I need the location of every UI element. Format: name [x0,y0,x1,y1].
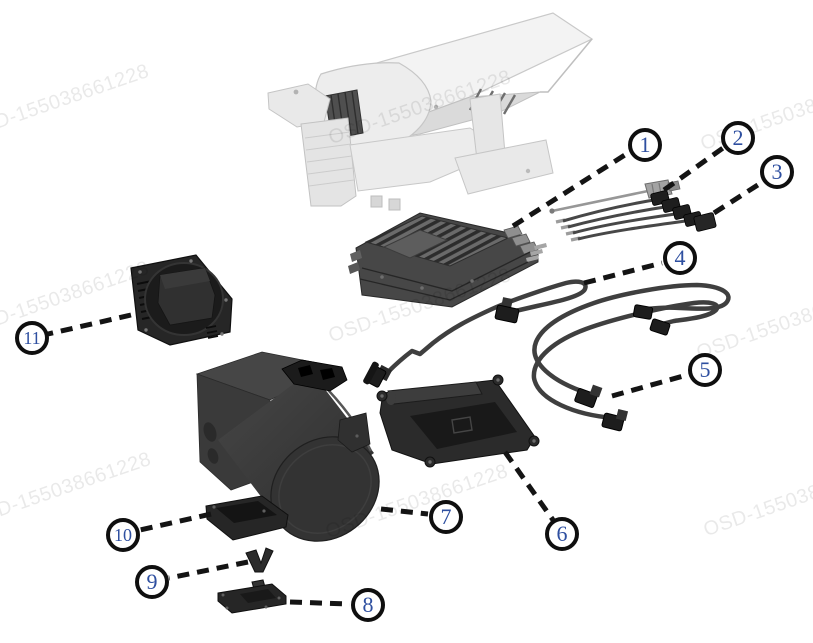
callout-8: 8 [351,588,385,622]
leader-line-7 [380,506,429,517]
leader-line-6 [502,450,556,522]
callout-2: 2 [721,121,755,155]
wire-harness-part-3 [555,190,717,242]
speaker-module-part-11 [130,254,233,346]
v-bracket-part-9 [245,547,274,573]
callout-7: 7 [429,500,463,534]
leader-line-1 [511,150,630,229]
mounting-plate-part-6 [376,374,540,468]
callout-9: 9 [135,565,169,599]
searchlight-part-7 [195,351,380,542]
cover-plate-part-8 [217,579,287,614]
callout-1: 1 [628,128,662,162]
tray-cover-part-10 [205,495,289,541]
callout-6: 6 [545,517,579,551]
cable-assembly-part-4 [363,279,588,388]
leader-line-8 [289,599,351,607]
leader-line-11 [47,312,132,337]
cable-assembly-part-5 [531,282,731,432]
callout-3: 3 [760,155,794,189]
upper-housing [267,12,594,211]
callout-5: 5 [688,353,722,387]
leader-line-5 [611,372,688,399]
leader-line-9 [168,559,249,581]
callout-11: 11 [15,321,49,355]
esc-heatsink-part-1 [348,212,547,308]
callout-4: 4 [663,241,697,275]
leader-line-3 [712,178,766,216]
leader-line-4 [583,260,663,286]
leader-line-2 [662,145,725,193]
leader-line-10 [139,511,212,533]
callout-10: 10 [106,518,140,552]
